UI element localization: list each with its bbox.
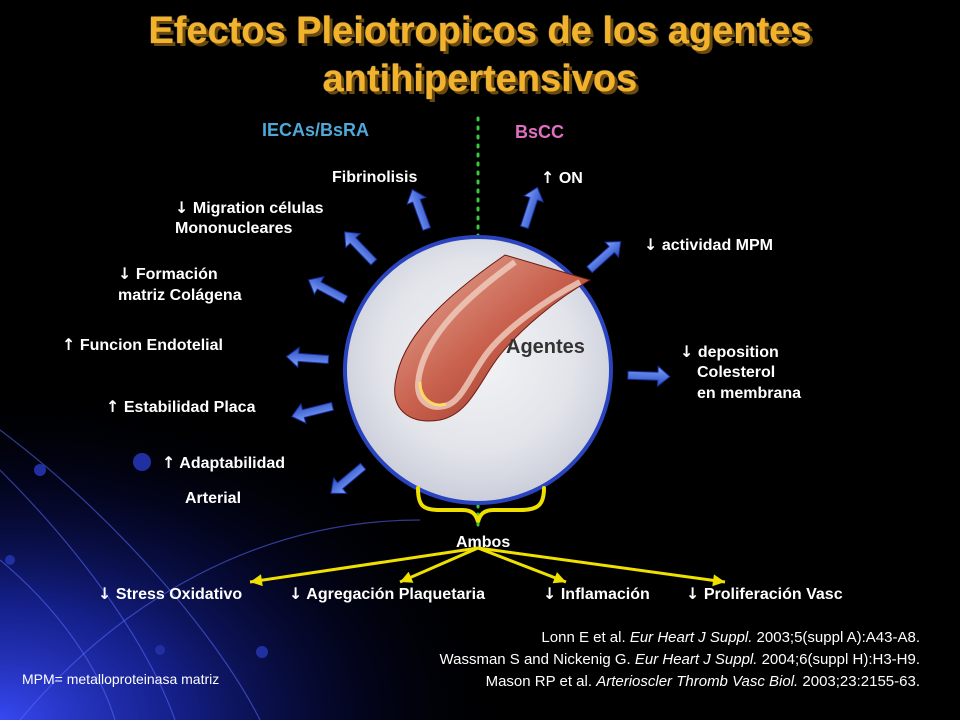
both-label: Ambos xyxy=(456,534,511,551)
effect-deposition: ↓ deposition xyxy=(680,342,779,361)
arrow-migration xyxy=(344,231,378,266)
arrow-down-icon: ↓ xyxy=(680,342,694,361)
right-group-header: BsCC xyxy=(515,122,565,142)
effect-adaptabilidad: ↑ Adaptabilidad xyxy=(162,453,286,472)
effect-stress-oxidativo: ↓ Stress Oxidativo xyxy=(98,584,243,603)
arrow-deposition xyxy=(627,365,671,388)
arrow-fibrinolisis xyxy=(406,188,432,232)
effect-proliferacion-vasc: ↓ Proliferación Vasc xyxy=(686,584,843,603)
reference-2: Wassman S and Nickenig G. Eur Heart J Su… xyxy=(439,651,921,668)
slide-title-line2: antihipertensivos xyxy=(322,58,638,100)
arrow-down-icon: ↓ xyxy=(98,584,112,603)
arrow-down-icon: ↓ xyxy=(289,584,303,603)
effect-agregacion-plaquetaria: ↓ Agregación Plaquetaria xyxy=(289,584,485,603)
effect-deposition-line2: Colesterol xyxy=(697,364,776,381)
reference-3: Mason RP et al. Arterioscler Thromb Vasc… xyxy=(485,673,920,690)
effect-migration-line2: Mononucleares xyxy=(175,220,293,237)
arrow-on xyxy=(519,186,545,230)
arrow-down-icon: ↓ xyxy=(543,584,557,603)
connector-stress xyxy=(249,546,479,587)
effect-formacion: ↓ Formación xyxy=(118,264,218,283)
decorative-orbit-lines xyxy=(0,429,421,720)
arrow-formacion xyxy=(307,275,349,304)
effect-actividad-mpm: ↓ actividad MPM xyxy=(644,235,773,254)
vessel-illustration xyxy=(394,254,592,422)
connector-inflamacion xyxy=(477,546,567,584)
decorative-dots xyxy=(5,453,268,658)
connector-proliferacion xyxy=(477,546,726,587)
arrow-down-icon: ↓ xyxy=(644,235,658,254)
arrow-estabilidad-placa xyxy=(290,401,335,425)
both-brace xyxy=(416,486,546,523)
both-connectors xyxy=(249,546,726,587)
arrow-up-icon: ↑ xyxy=(162,453,176,472)
arrow-down-icon: ↓ xyxy=(118,264,132,283)
center-label: Agentes xyxy=(506,336,585,358)
effect-funcion-endotelial: ↑ Funcion Endotelial xyxy=(62,335,223,354)
footnote-mpm: MPM= metalloproteinasa matriz xyxy=(22,671,220,687)
effect-inflamacion: ↓ Inflamación xyxy=(543,584,650,603)
arrow-up-icon: ↑ xyxy=(62,335,76,354)
arrow-up-icon: ↑ xyxy=(106,397,120,416)
arrow-funcion-endotelial xyxy=(285,346,330,369)
arrow-up-icon: ↑ xyxy=(541,168,555,187)
effect-deposition-line3: en membrana xyxy=(697,385,802,402)
slide-title-line1: Efectos Pleiotropicos de los agentes xyxy=(148,10,812,52)
arrow-actividad-mpm xyxy=(586,240,622,274)
effect-migration: ↓ Migration células xyxy=(175,198,324,217)
blue-arrows xyxy=(285,186,671,494)
left-group-header: IECAs/BsRA xyxy=(262,120,370,140)
effect-adaptabilidad-line2: Arterial xyxy=(185,490,242,507)
effect-on: ↑ ON xyxy=(541,168,583,187)
effect-formacion-line2: matriz Colágena xyxy=(118,287,242,304)
connector-agregacion xyxy=(399,546,479,584)
effect-fibrinolisis: Fibrinolisis xyxy=(332,169,418,186)
arrow-adaptabilidad xyxy=(330,462,367,494)
arrow-down-icon: ↓ xyxy=(175,198,189,217)
reference-1: Lonn E et al. Eur Heart J Suppl. 2003;5(… xyxy=(541,629,920,646)
effect-estabilidad-placa: ↑ Estabilidad Placa xyxy=(106,397,256,416)
arrow-down-icon: ↓ xyxy=(686,584,700,603)
